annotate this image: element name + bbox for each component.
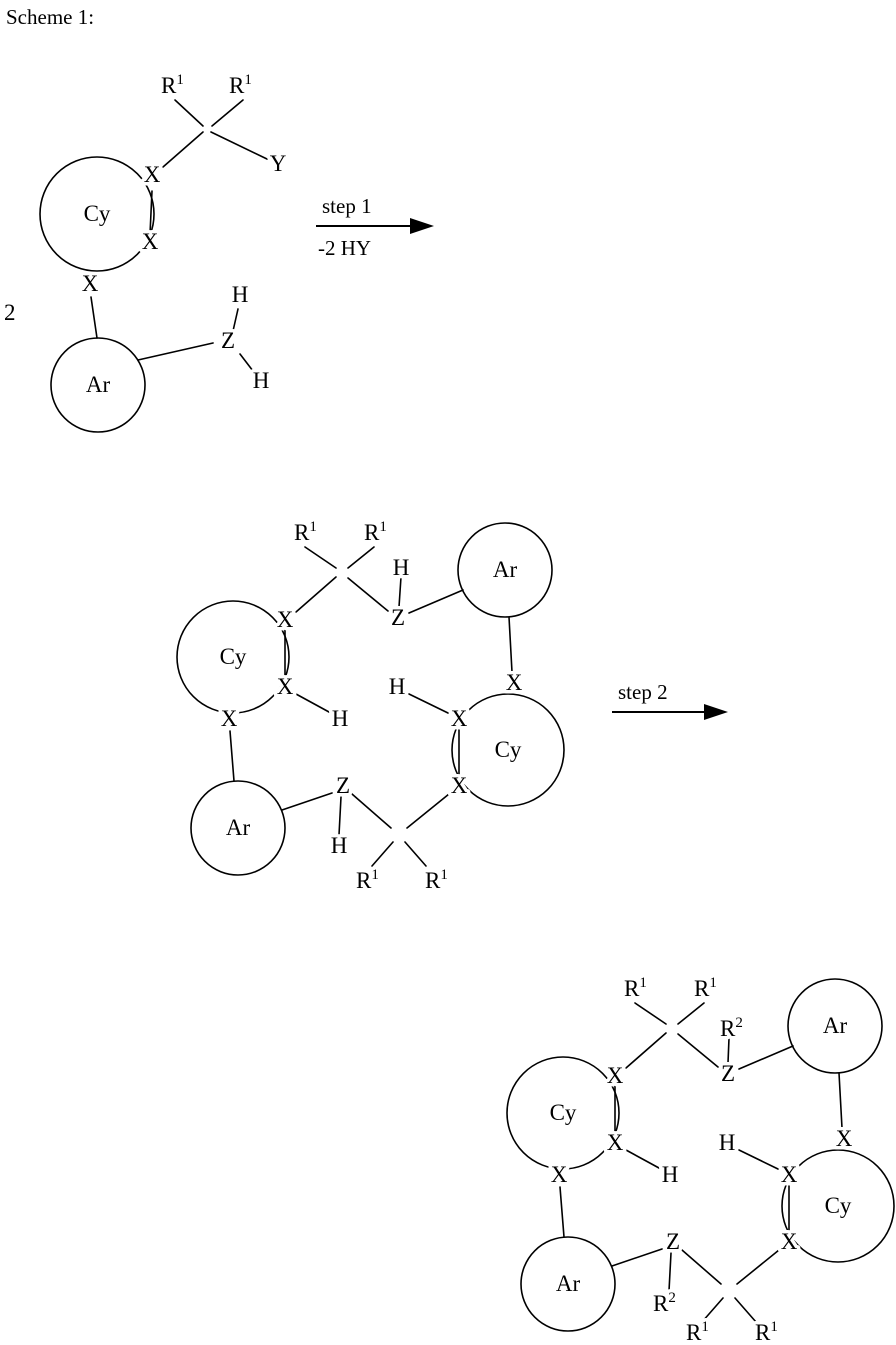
ar-ring-label: Ar: [86, 372, 111, 397]
structure-3: R1 R1 R2 Z Ar X Cy X H X H X X Cy X Z Ar…: [506, 972, 895, 1345]
bonds-structure-3: [559, 1002, 843, 1323]
step1-label: step 1: [322, 194, 372, 218]
atom-label-x: X: [781, 1162, 798, 1187]
r1-substituent-label: R1: [425, 867, 448, 893]
hydrogen-label: H: [331, 833, 348, 858]
r1-substituent-label: R1: [686, 1319, 709, 1345]
r1-substituent-label: R1: [294, 519, 317, 545]
ar-ring-circle: [50, 337, 146, 433]
z-label: Z: [666, 1229, 680, 1254]
r1-substituent-label: R1: [364, 519, 387, 545]
hydrogen-label: H: [719, 1130, 736, 1155]
z-label: Z: [391, 605, 405, 630]
cy-ring-label: Cy: [84, 201, 111, 226]
cy-ring-circle: [781, 1149, 895, 1263]
ar-ring-circle: [190, 780, 286, 876]
hydrogen-label: H: [389, 674, 406, 699]
z-label: Z: [336, 773, 350, 798]
cy-ring-label: Cy: [220, 644, 247, 669]
z-label: Z: [721, 1061, 735, 1086]
reaction-arrow-step2: step 2: [612, 680, 728, 720]
reaction-arrow-step1: step 1 -2 HY: [316, 194, 434, 260]
cy-ring-circle: [506, 1056, 620, 1170]
cy-ring-label: Cy: [495, 737, 522, 762]
y-leaving-group-label: Y: [270, 151, 287, 176]
r1-substituent-label: R1: [624, 975, 647, 1001]
structure-1: 2 R1 R1 Y X X Cy X Ar Z H H: [1, 69, 290, 433]
z-label: Z: [221, 328, 235, 353]
atom-label-x: X: [781, 1229, 798, 1254]
r2-substituent-label: R2: [720, 1015, 743, 1041]
hydrogen-label: H: [332, 706, 349, 731]
atom-label-x: X: [506, 670, 523, 695]
atom-label-x: X: [142, 229, 159, 254]
bonds-structure-2: [229, 546, 513, 867]
r1-substituent-label: R1: [161, 72, 184, 98]
r1-substituent-label: R1: [229, 72, 252, 98]
cy-ring-circle: [451, 693, 565, 807]
structure-2: R1 R1 H Z Ar X Cy X H X H X X Cy X Z Ar …: [176, 516, 565, 897]
atom-label-x: X: [277, 607, 294, 632]
arrow-head: [704, 704, 728, 720]
ar-ring-circle: [457, 522, 553, 618]
atom-label-x: X: [607, 1130, 624, 1155]
atom-label-x: X: [82, 271, 99, 296]
atom-label-x: X: [144, 162, 161, 187]
ar-ring-circle: [787, 978, 883, 1074]
r2-substituent-label: R2: [653, 1290, 676, 1316]
ar-ring-label: Ar: [226, 815, 251, 840]
ar-ring-label: Ar: [823, 1013, 848, 1038]
ar-ring-circle: [520, 1236, 616, 1332]
ar-ring-label: Ar: [556, 1271, 581, 1296]
r1-substituent-label: R1: [356, 867, 379, 893]
stoichiometry-coefficient: 2: [4, 300, 16, 325]
r1-substituent-label: R1: [694, 975, 717, 1001]
hydrogen-label: H: [253, 368, 270, 393]
cy-ring-label: Cy: [825, 1193, 852, 1218]
ar-ring-label: Ar: [493, 557, 518, 582]
atom-label-x: X: [451, 773, 468, 798]
hydrogen-label: H: [662, 1162, 679, 1187]
cy-ring-circle: [176, 600, 290, 714]
atom-label-x: X: [836, 1126, 853, 1151]
hydrogen-label: H: [393, 555, 410, 580]
arrow-head: [410, 218, 434, 234]
atom-label-x: X: [551, 1162, 568, 1187]
scheme-title: Scheme 1:: [6, 5, 94, 29]
atom-label-x: X: [277, 674, 294, 699]
atom-label-x: X: [451, 706, 468, 731]
atom-label-x: X: [221, 706, 238, 731]
step2-label: step 2: [618, 680, 668, 704]
cy-ring-circle: [39, 156, 155, 272]
atom-label-x: X: [607, 1063, 624, 1088]
cy-ring-label: Cy: [550, 1100, 577, 1125]
r1-substituent-label: R1: [755, 1319, 778, 1345]
bonds-structure-1: [90, 99, 268, 372]
step1-byproduct-label: -2 HY: [318, 236, 371, 260]
hydrogen-label: H: [232, 282, 249, 307]
